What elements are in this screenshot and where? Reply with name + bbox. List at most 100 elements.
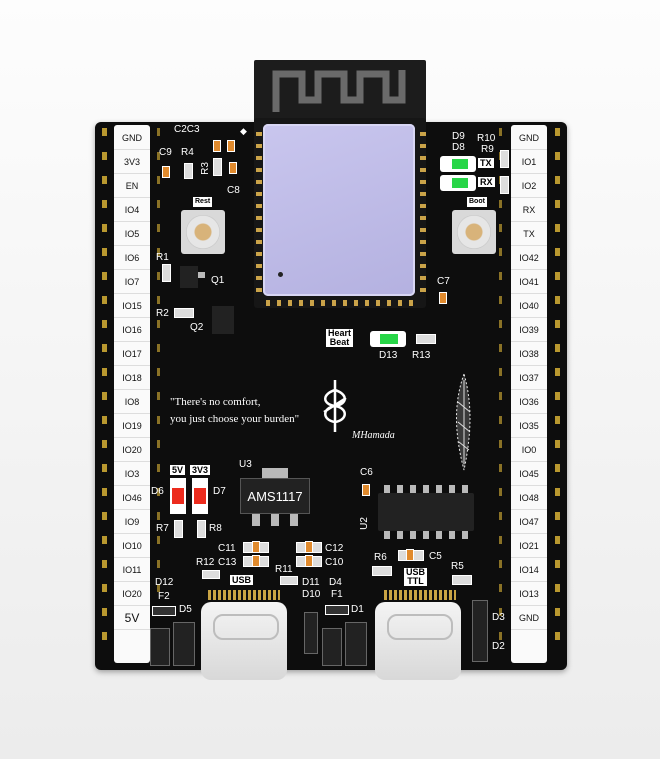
usb-c-port[interactable]	[201, 602, 287, 680]
ref-d11: D11	[302, 577, 320, 588]
header-pad	[499, 392, 502, 400]
module-pad	[420, 156, 426, 160]
header-pad	[102, 608, 107, 616]
header-pad	[499, 488, 502, 496]
ref-r1: R1	[156, 252, 169, 263]
pin-label: IO38	[511, 343, 547, 366]
reset-label: Rest	[193, 197, 213, 207]
u2-lead	[449, 531, 455, 539]
usb-uart-chip-u2	[378, 493, 474, 531]
header-pad	[102, 176, 107, 184]
pin-label: IO8	[114, 391, 150, 414]
header-pad	[499, 416, 502, 424]
cap-c8	[229, 162, 237, 174]
u2-lead	[384, 531, 390, 539]
pin-label: IO14	[511, 559, 547, 582]
cap-c2	[213, 140, 221, 152]
header-pad	[555, 224, 560, 232]
header-pad	[499, 560, 502, 568]
module-pad	[420, 204, 426, 208]
resistor-r5	[452, 575, 472, 585]
ref-d10: D10	[302, 589, 321, 600]
pin-marker: ◆	[240, 126, 247, 136]
cap-c12-body	[305, 541, 313, 553]
pin-label: TX	[511, 223, 547, 246]
ref-c2c3: C2C3	[174, 124, 200, 135]
cap-c9	[162, 166, 170, 178]
u2-lead	[462, 485, 468, 493]
u3-lead-3	[290, 514, 298, 526]
resistor-r11	[280, 576, 298, 585]
header-pad	[499, 224, 502, 232]
u2-lead	[436, 531, 442, 539]
header-pad	[499, 320, 502, 328]
boot-button[interactable]	[452, 210, 496, 254]
header-pad	[157, 416, 160, 424]
ref-r8: R8	[209, 523, 222, 534]
reset-button[interactable]	[181, 210, 225, 254]
pin-label: IO48	[511, 487, 547, 510]
header-pad	[102, 320, 107, 328]
cap-c10-body	[305, 555, 313, 567]
header-pad	[555, 152, 560, 160]
header-pad	[555, 488, 560, 496]
module-pad	[332, 300, 336, 306]
ref-d5: D5	[179, 604, 192, 615]
module-pad	[256, 180, 262, 184]
header-pad	[499, 512, 502, 520]
ref-c7: C7	[437, 276, 450, 287]
module-pad	[354, 300, 358, 306]
module-pad	[398, 300, 402, 306]
pin-label: IO42	[511, 247, 547, 270]
diode-d1	[345, 622, 367, 666]
fuse-f2	[152, 606, 176, 616]
rx-label: RX	[478, 177, 495, 187]
led-heartbeat-body	[370, 331, 406, 347]
pin-label: IO6	[114, 247, 150, 270]
ref-d12: D12	[155, 577, 174, 588]
u3-lead-1	[252, 514, 260, 526]
ref-c13: C13	[218, 557, 237, 568]
header-pad	[157, 560, 160, 568]
module-pad	[420, 264, 426, 268]
pin1-dot	[278, 272, 283, 277]
u2-lead	[436, 485, 442, 493]
u2-lead	[423, 485, 429, 493]
ref-d1: D1	[351, 604, 364, 615]
header-pad	[157, 272, 160, 280]
resistor-r9	[500, 176, 509, 194]
pin-label: IO15	[114, 295, 150, 318]
header-pad	[102, 392, 107, 400]
header-pad	[499, 608, 502, 616]
header-pad	[555, 128, 560, 136]
ref-c5: C5	[429, 551, 442, 562]
ref-r9: R9	[481, 144, 494, 155]
header-pad	[499, 632, 502, 640]
pin-label: IO35	[511, 415, 547, 438]
pin-label: IO45	[511, 463, 547, 486]
ref-u3: U3	[239, 459, 252, 470]
u2-lead	[397, 485, 403, 493]
cap-c11-body	[252, 541, 260, 553]
ref-q2: Q2	[190, 322, 204, 333]
header-pad	[555, 632, 560, 640]
header-pad	[102, 464, 107, 472]
usb-ttl-port[interactable]	[375, 602, 461, 680]
header-pad	[102, 224, 107, 232]
pin-label: IO0	[511, 439, 547, 462]
header-pad	[157, 344, 160, 352]
header-pad	[102, 512, 107, 520]
header-pad	[102, 560, 107, 568]
header-pad	[499, 536, 502, 544]
diode-d3-d2	[472, 600, 488, 662]
header-pad	[157, 584, 160, 592]
pin-label: IO46	[114, 487, 150, 510]
header-pad	[157, 488, 160, 496]
tx-label: TX	[478, 158, 494, 168]
pin-label: IO11	[114, 559, 150, 582]
pin-label: IO19	[114, 415, 150, 438]
resistor-r3	[213, 158, 222, 176]
module-pad	[409, 300, 413, 306]
header-pad	[157, 248, 160, 256]
header-pad	[157, 536, 160, 544]
